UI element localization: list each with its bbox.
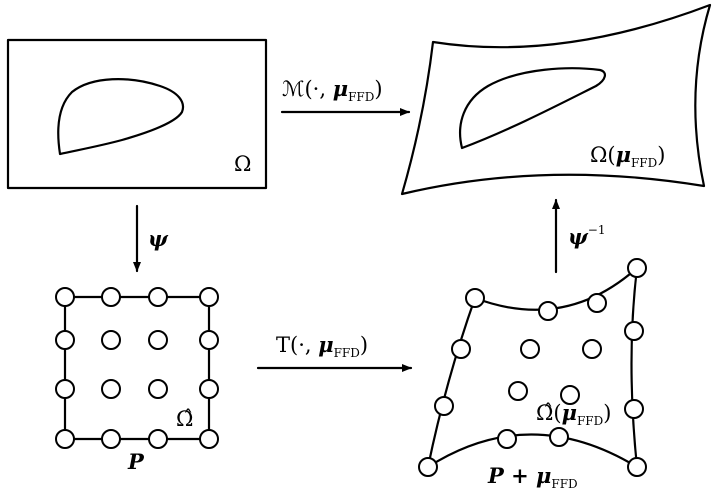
lattice-p-label: P — [127, 449, 145, 474]
transform-arrow-group: T(·, μFFD) — [256, 332, 413, 372]
control-point — [497, 429, 517, 449]
control-point — [55, 287, 75, 307]
control-point — [627, 258, 647, 278]
deformed-lattice: Ω̂(μFFD) P + μFFD — [418, 258, 647, 491]
control-point — [55, 330, 75, 350]
control-point — [508, 381, 528, 401]
control-point — [199, 379, 219, 399]
psi-inverse-label: ψ−1 — [568, 223, 605, 249]
control-point — [451, 339, 471, 359]
reference-lattice: Ω̂ P — [55, 287, 219, 474]
control-point — [199, 429, 219, 449]
control-point — [627, 457, 647, 477]
omega-deformed-label: Ω(μFFD) — [590, 142, 665, 170]
control-point — [549, 427, 569, 447]
control-point — [582, 339, 602, 359]
control-point — [55, 379, 75, 399]
control-point — [148, 330, 168, 350]
control-point — [101, 287, 121, 307]
omega-label: Ω — [234, 152, 251, 176]
omega-hat-deformed-label: Ω̂(μFFD) — [536, 400, 611, 428]
deformed-airfoil — [458, 67, 606, 150]
control-point — [148, 379, 168, 399]
control-point — [560, 385, 580, 405]
deformed-domain: Ω(μFFD) — [400, 3, 712, 196]
control-point — [148, 429, 168, 449]
lattice-box — [63, 295, 211, 441]
deformed-lattice-outline — [426, 266, 639, 469]
control-point — [101, 379, 121, 399]
control-point — [587, 293, 607, 313]
control-point — [148, 287, 168, 307]
control-point — [624, 321, 644, 341]
psi-inverse-arrow-group: ψ−1 — [552, 198, 605, 274]
control-point — [538, 301, 558, 321]
reference-airfoil — [57, 78, 185, 156]
control-point — [101, 429, 121, 449]
deformed-domain-outline — [400, 3, 712, 196]
map-arrow-group: ℳ(·, μFFD) — [280, 76, 411, 116]
control-point — [199, 287, 219, 307]
transform-label: T(·, μFFD) — [276, 332, 368, 360]
control-point — [624, 399, 644, 419]
lattice-p-plus-mu-label: P + μFFD — [487, 463, 578, 491]
control-point — [101, 330, 121, 350]
reference-domain-box — [6, 38, 268, 190]
control-point — [55, 429, 75, 449]
psi-label: ψ — [148, 226, 169, 251]
omega-hat-label: Ω̂ — [176, 407, 193, 431]
control-point — [520, 339, 540, 359]
control-point — [418, 457, 438, 477]
control-point — [465, 288, 485, 308]
reference-domain: Ω — [6, 38, 268, 190]
control-point — [434, 396, 454, 416]
map-label: ℳ(·, μFFD) — [282, 76, 383, 104]
psi-arrow-group: ψ — [133, 204, 169, 273]
control-point — [199, 330, 219, 350]
